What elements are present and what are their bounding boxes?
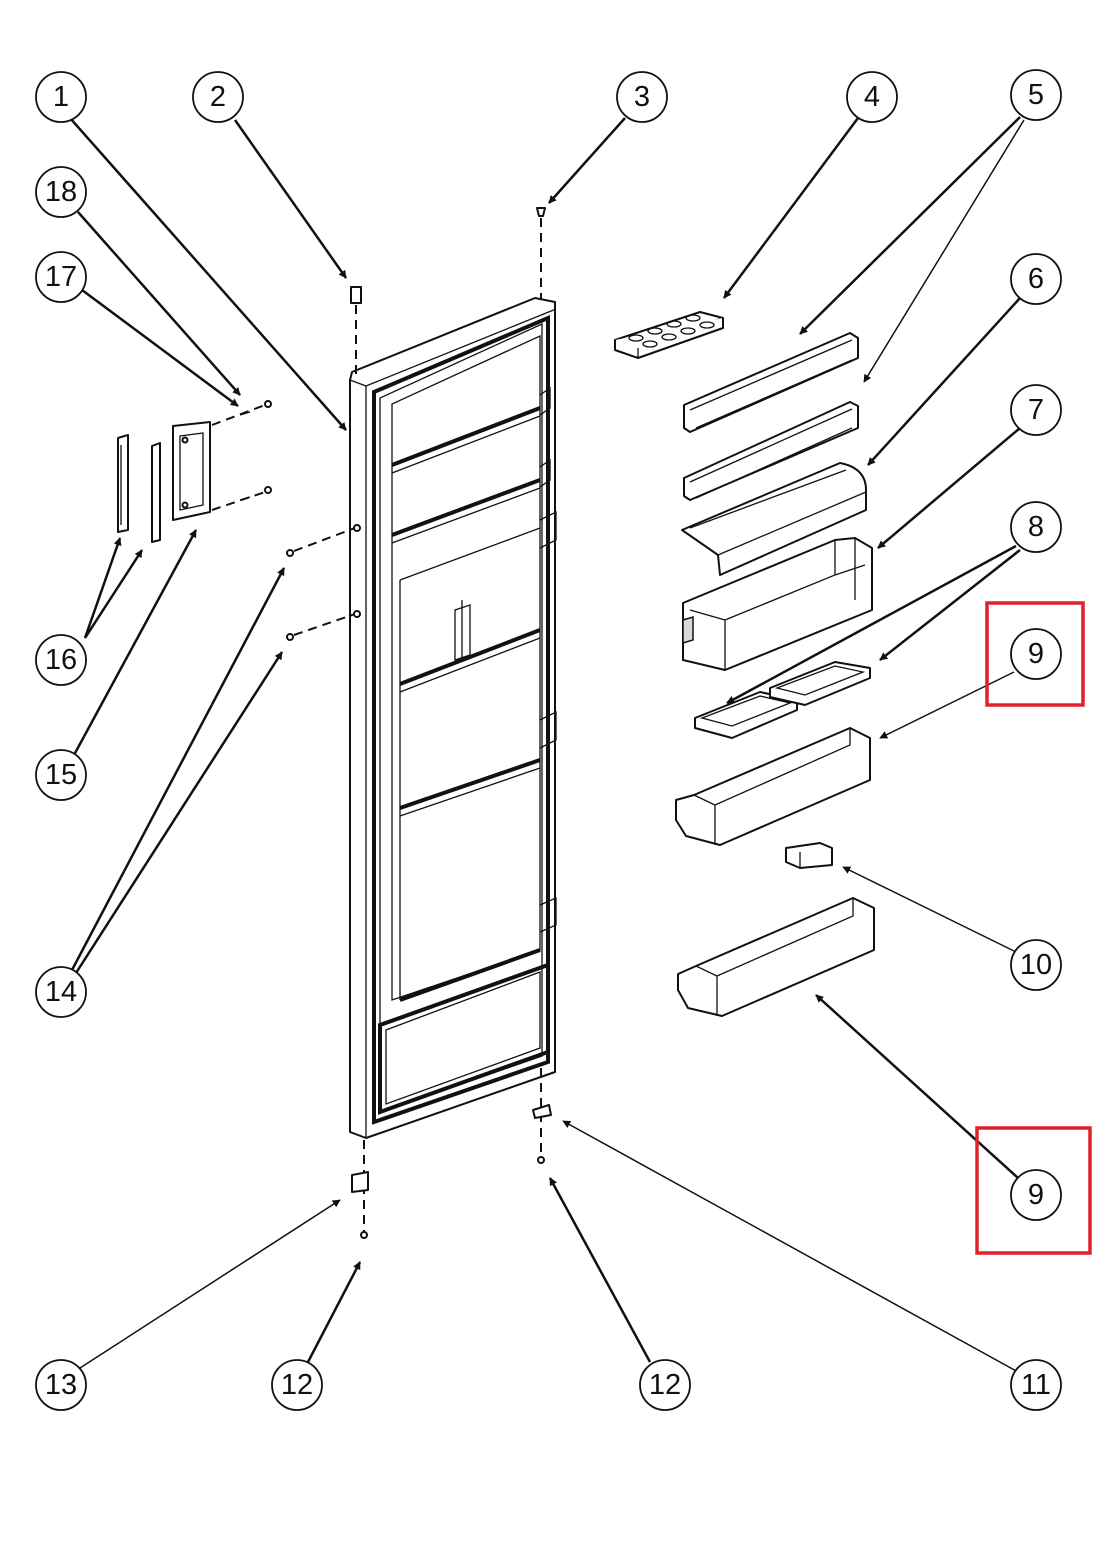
door-bin-lower	[677, 897, 875, 1017]
callout-label: 16	[45, 644, 77, 676]
callout-9-lower: 9	[1010, 1169, 1062, 1221]
callout-15: 15	[35, 749, 87, 801]
callout-12-right: 12	[639, 1359, 691, 1411]
callout-label: 4	[864, 81, 880, 113]
callout-18: 18	[35, 166, 87, 218]
callout-label: 3	[634, 81, 650, 113]
callout-14: 14	[35, 966, 87, 1018]
callout-11: 11	[1010, 1359, 1062, 1411]
callout-9-upper: 9	[1010, 628, 1062, 680]
callout-10: 10	[1010, 939, 1062, 991]
highlight-box-lower	[975, 1126, 1092, 1255]
top-hinge-pin	[350, 286, 362, 378]
bottom-hinge	[351, 1140, 369, 1239]
callout-label: 12	[649, 1369, 681, 1401]
callout-label: 15	[45, 759, 77, 791]
callout-8: 8	[1010, 501, 1062, 553]
callout-label: 8	[1028, 511, 1044, 543]
callout-13: 13	[35, 1359, 87, 1411]
callout-6: 6	[1010, 253, 1062, 305]
door-rack-lower	[683, 401, 859, 501]
callout-label: 9	[1028, 638, 1044, 670]
bin-clip	[785, 842, 833, 869]
callout-2: 2	[192, 71, 244, 123]
callout-12-left: 12	[271, 1359, 323, 1411]
callout-17: 17	[35, 251, 87, 303]
callout-label: 5	[1028, 79, 1044, 111]
small-trays	[694, 661, 871, 739]
door-assembly	[349, 297, 557, 1139]
callout-16: 16	[35, 634, 87, 686]
tall-bottle-bin	[682, 537, 873, 671]
callout-label: 14	[45, 976, 77, 1008]
callout-3: 3	[616, 71, 668, 123]
callout-label: 11	[1021, 1369, 1051, 1401]
callout-label: 6	[1028, 263, 1044, 295]
callout-7: 7	[1010, 384, 1062, 436]
callout-label: 13	[45, 1369, 77, 1401]
callout-label: 18	[45, 176, 77, 208]
leader-lines	[69, 116, 1025, 1373]
door-bin-upper	[675, 727, 871, 846]
door-rack-upper	[683, 332, 859, 433]
callout-1: 1	[35, 71, 87, 123]
dairy-lid	[681, 462, 867, 576]
side-screws	[286, 524, 361, 641]
highlight-box-upper	[985, 601, 1085, 707]
callout-4: 4	[846, 71, 898, 123]
callout-label: 9	[1028, 1179, 1044, 1211]
callout-label: 2	[210, 81, 226, 113]
callout-5: 5	[1010, 69, 1062, 121]
callout-label: 7	[1028, 394, 1044, 426]
bottom-right-pin	[532, 1068, 552, 1164]
egg-tray	[614, 311, 724, 359]
callout-label: 1	[53, 81, 69, 113]
callout-label: 10	[1020, 949, 1052, 981]
callout-label: 17	[45, 261, 77, 293]
door-handle-parts	[117, 400, 272, 543]
top-right-screw	[536, 207, 546, 300]
callout-label: 12	[281, 1369, 313, 1401]
